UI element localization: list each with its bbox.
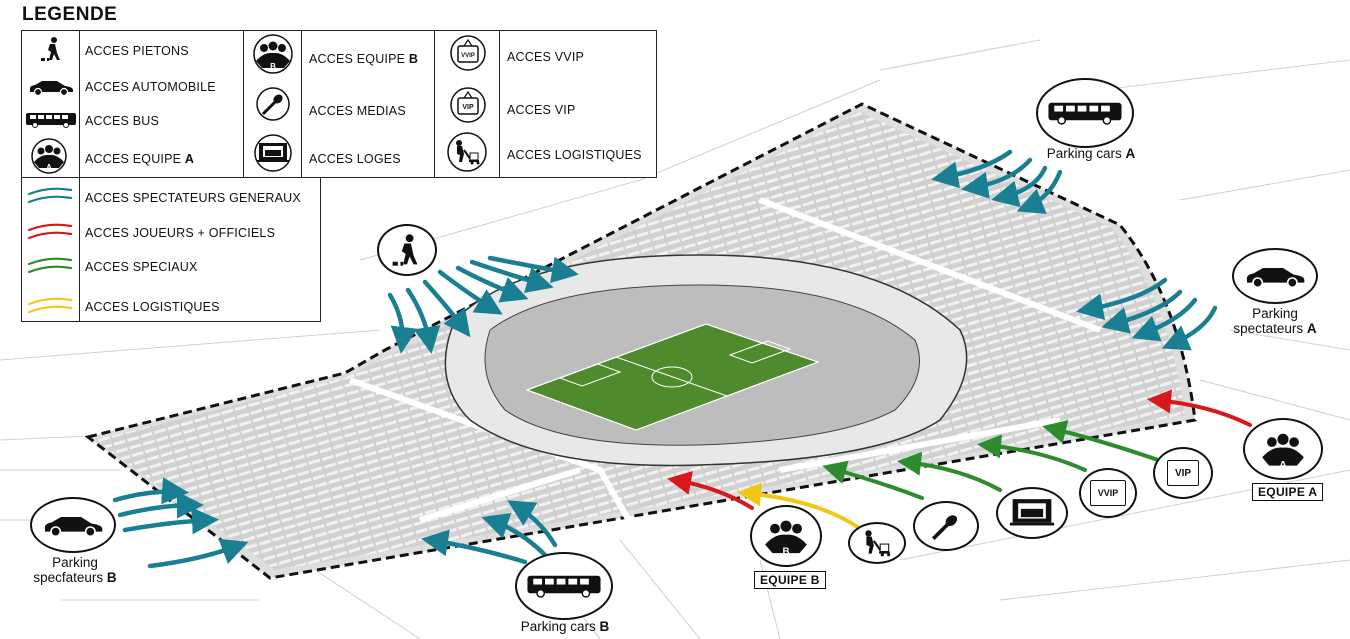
pedestrian-access-circle bbox=[377, 224, 437, 276]
car-circle-a bbox=[1232, 248, 1318, 304]
legend-label-joueurs: ACCES JOUEURS + OFFICIELS bbox=[85, 226, 276, 240]
trolley-icon bbox=[447, 132, 487, 172]
svg-text:A: A bbox=[46, 163, 52, 172]
team-b-circle: B bbox=[750, 505, 822, 567]
vip-circle: VIP bbox=[1153, 447, 1213, 499]
spectator-arrows-north-west bbox=[387, 255, 579, 354]
legend-label-bus: ACCES BUS bbox=[85, 114, 160, 128]
vip-badge-icon: VIP bbox=[450, 87, 486, 123]
spectator-arrows-cars-b bbox=[421, 500, 558, 565]
microphone-icon bbox=[256, 87, 290, 121]
spectator-arrows-cars-a bbox=[931, 149, 1063, 214]
bus-circle-a bbox=[1036, 78, 1134, 148]
team-a-icon: A bbox=[31, 138, 67, 174]
legend-label-equipe-b: ACCES EQUIPE B bbox=[309, 52, 419, 66]
trolley-icon bbox=[865, 530, 891, 557]
team-a-icon: A bbox=[1262, 433, 1304, 471]
svg-text:A: A bbox=[1279, 459, 1287, 471]
logistics-circle bbox=[848, 522, 906, 564]
legend-label-logistiques-acces: ACCES LOGISTIQUES bbox=[507, 148, 642, 162]
legend-label-pietons: ACCES PIETONS bbox=[85, 44, 189, 58]
bus-icon bbox=[26, 113, 76, 128]
spectator-arrows-parking-b bbox=[112, 477, 249, 569]
legend-arrows-box bbox=[21, 177, 321, 322]
car-circle-b bbox=[30, 497, 116, 553]
loges-icon bbox=[254, 134, 292, 172]
legend-title: LEGENDE bbox=[22, 4, 118, 25]
team-b-icon: B bbox=[765, 520, 807, 557]
spectator-arrows-parking-a bbox=[1076, 277, 1218, 351]
parking-spectateurs-a-label: Parking spectateurs A bbox=[1233, 306, 1317, 336]
legend-label-vvip: ACCES VVIP bbox=[507, 50, 585, 64]
legend-label-medias: ACCES MEDIAS bbox=[309, 104, 406, 118]
legend-label-automobile: ACCES AUTOMOBILE bbox=[85, 80, 216, 94]
parking-cars-b-label: Parking cars B bbox=[520, 619, 610, 634]
vvip-badge-icon: VVIP bbox=[1090, 480, 1126, 506]
team-a-circle: A bbox=[1243, 418, 1323, 480]
legend: A ACCES PIETONS ACCES AUTOMOBILE ACCES B… bbox=[21, 30, 657, 322]
logistics-arrow bbox=[737, 482, 864, 532]
legend-label-logistiques: ACCES LOGISTIQUES bbox=[85, 300, 220, 314]
parking-spectateurs-b-label: Parking specfateurs B bbox=[33, 555, 117, 585]
svg-text:VIP: VIP bbox=[462, 104, 474, 111]
medias-circle bbox=[913, 501, 979, 551]
bus-icon bbox=[527, 575, 601, 598]
pedestrian-icon bbox=[41, 37, 60, 61]
legend-label-speciaux: ACCES SPECIAUX bbox=[85, 260, 198, 274]
vvip-circle: VVIP bbox=[1079, 468, 1137, 518]
svg-text:B: B bbox=[782, 546, 789, 557]
vip-badge-icon: VIP bbox=[1167, 460, 1199, 486]
car-icon bbox=[44, 517, 103, 537]
equipe-b-tag: EQUIPE B bbox=[754, 571, 826, 589]
legend-label-equipe-a: ACCES EQUIPE A bbox=[85, 152, 195, 166]
loges-circle bbox=[996, 487, 1068, 539]
bus-icon bbox=[1048, 102, 1122, 125]
microphone-icon bbox=[931, 515, 958, 541]
pedestrian-icon bbox=[392, 234, 418, 266]
loges-icon bbox=[1009, 499, 1055, 526]
bus-circle-b bbox=[515, 552, 613, 620]
team-b-icon: B bbox=[253, 34, 293, 74]
car-icon bbox=[29, 81, 73, 96]
parking-cars-a-label: Parking cars A bbox=[1046, 146, 1136, 161]
legend-label-loges: ACCES LOGES bbox=[309, 152, 401, 166]
pitch-markings bbox=[558, 340, 792, 397]
equipe-a-tag: EQUIPE A bbox=[1252, 483, 1324, 501]
special-arrows bbox=[822, 420, 1160, 500]
legend-label-spectateurs: ACCES SPECTATEURS GENERAUX bbox=[85, 191, 301, 205]
svg-text:VVIP: VVIP bbox=[461, 53, 475, 59]
vvip-badge-icon: VVIP bbox=[450, 35, 486, 71]
car-icon bbox=[1246, 268, 1305, 288]
arrow-legend-swatches bbox=[27, 187, 73, 314]
legend-label-vip: ACCES VIP bbox=[507, 103, 576, 117]
svg-text:B: B bbox=[270, 62, 276, 71]
